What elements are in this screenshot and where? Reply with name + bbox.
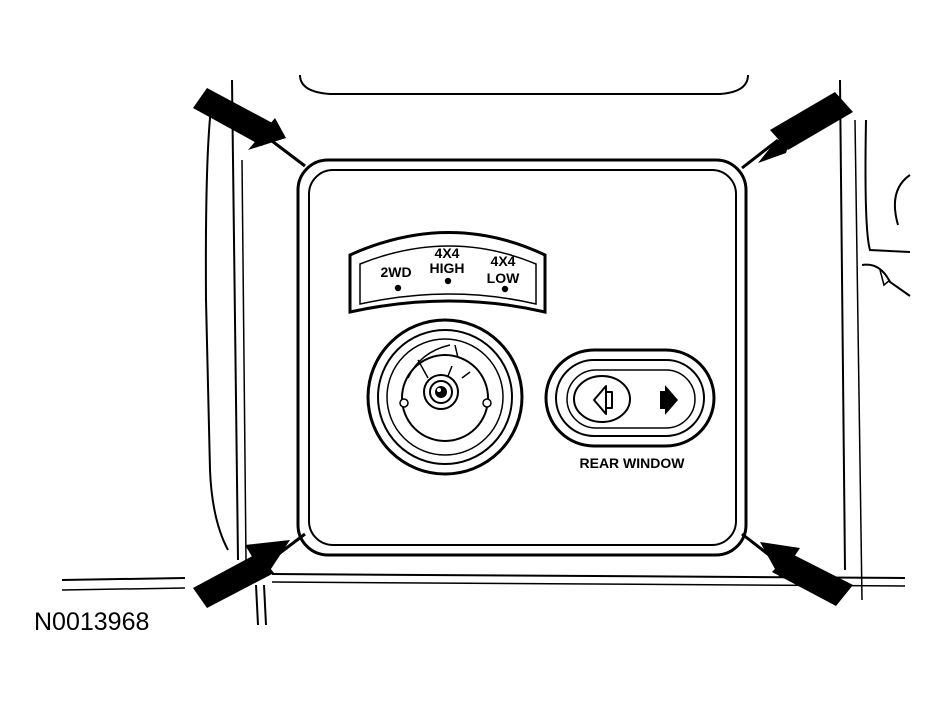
4x4-selector-dial[interactable]: [366, 318, 524, 476]
mode-label-2wd: 2WD: [380, 264, 411, 280]
mode-label-4x4-high-bottom: HIGH: [430, 260, 465, 276]
solid-arrow-icon-top-right: [741, 92, 853, 170]
solid-arrow-icon-bottom-left: [193, 532, 306, 608]
left-arrow-icon: [593, 385, 613, 415]
mode-label-plate: [348, 231, 547, 314]
dash-background-lines: [61, 74, 911, 626]
rear-window-left-button[interactable]: [573, 375, 631, 423]
solid-arrow-icon-bottom-right: [741, 532, 853, 606]
rear-window-label: REAR WINDOW: [580, 455, 686, 471]
mode-label-4x4-low-top: 4X4: [491, 253, 516, 269]
rear-window-right-button[interactable]: [660, 385, 678, 415]
right-arrow-icon: [660, 385, 678, 415]
solid-arrow-icon-top-left: [193, 88, 306, 168]
mode-label-4x4-low-bottom: LOW: [487, 270, 520, 286]
mode-label-4x4-high-top: 4X4: [435, 245, 460, 261]
mode-indicator-leds: [394, 277, 509, 293]
rear-window-switch[interactable]: [544, 348, 716, 448]
switch-bezel: [296, 158, 748, 557]
figure-code: N0013968: [34, 608, 149, 636]
